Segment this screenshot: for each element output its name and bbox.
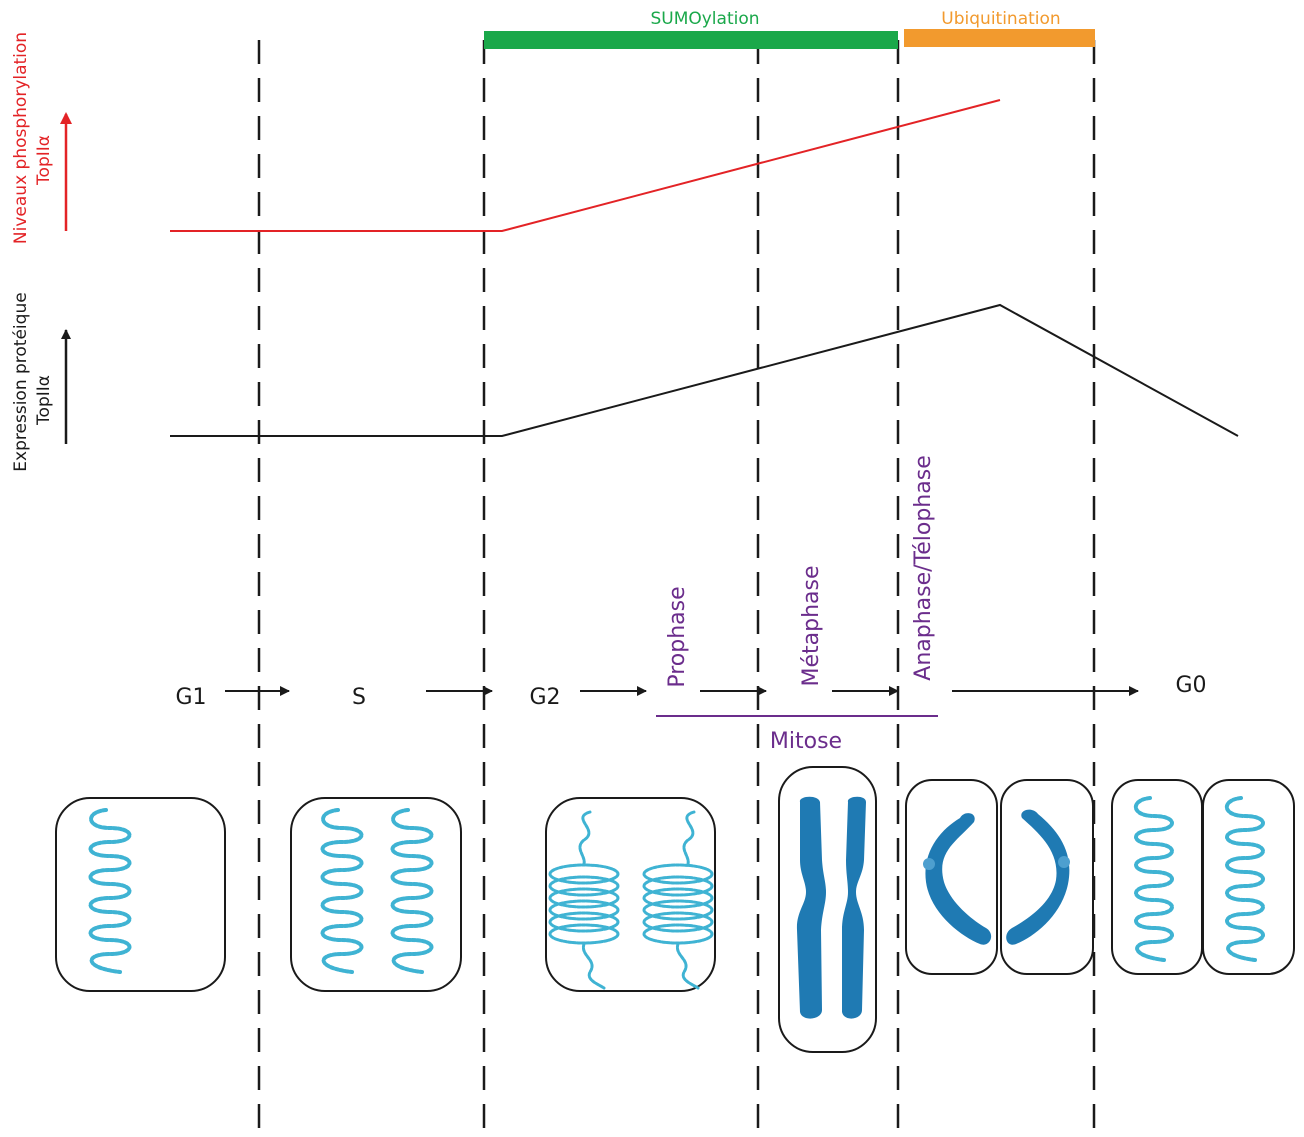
metaphase-chromosome-icon <box>796 796 866 1019</box>
phospho-level-line <box>170 99 1001 232</box>
phase-prophase: Prophase <box>665 586 690 687</box>
expression-axis-sublabel: TopIIα <box>34 375 54 426</box>
chromatin-coil-icon <box>390 808 434 974</box>
chromatin-coil-icon <box>1133 796 1174 962</box>
phase-anaphase-telophase: Anaphase/Télophase <box>911 455 936 680</box>
cell-metaphase <box>778 766 877 1053</box>
cell-g1 <box>55 797 226 992</box>
separated-chromatids-icon <box>923 809 1070 945</box>
sumoylation-bar <box>484 31 898 49</box>
chromatin-coil-icon <box>320 808 364 974</box>
sumoylation-label: SUMOylation <box>650 9 759 29</box>
expression-axis-label: Expression protéique <box>11 292 31 471</box>
cell-g0-right <box>1202 779 1295 975</box>
ubiquitination-bar <box>904 29 1095 47</box>
phase-g1: G1 <box>175 685 206 710</box>
phase-metaphase: Métaphase <box>799 565 824 686</box>
phase-g0: G0 <box>1175 673 1206 698</box>
phase-timeline: G1 S G2 Prophase Métaphase Anaphase/Télo… <box>175 455 1206 754</box>
phase-separators <box>257 40 1096 1137</box>
cell-g2 <box>545 797 716 992</box>
phase-s: S <box>352 685 366 710</box>
phospho-axis-label: Niveaux phosphorylation <box>11 32 31 244</box>
phase-g2: G2 <box>529 685 560 710</box>
cell-anaphase-right <box>1000 779 1094 975</box>
phospho-axis-sublabel: TopIIα <box>34 135 54 186</box>
cell-s <box>290 797 462 992</box>
ubiquitination-label: Ubiquitination <box>941 9 1060 29</box>
expression-level-line <box>170 303 1239 437</box>
mitose-label: Mitose <box>770 729 842 754</box>
chromatin-coil-icon <box>88 808 132 974</box>
chromatin-icons <box>88 796 1265 974</box>
cell-boxes <box>55 766 1295 1053</box>
condensing-chromatin-icon <box>548 810 714 990</box>
cell-g0-left <box>1111 779 1203 975</box>
chromatin-coil-icon <box>1224 796 1265 962</box>
cell-anaphase-left <box>905 779 998 975</box>
